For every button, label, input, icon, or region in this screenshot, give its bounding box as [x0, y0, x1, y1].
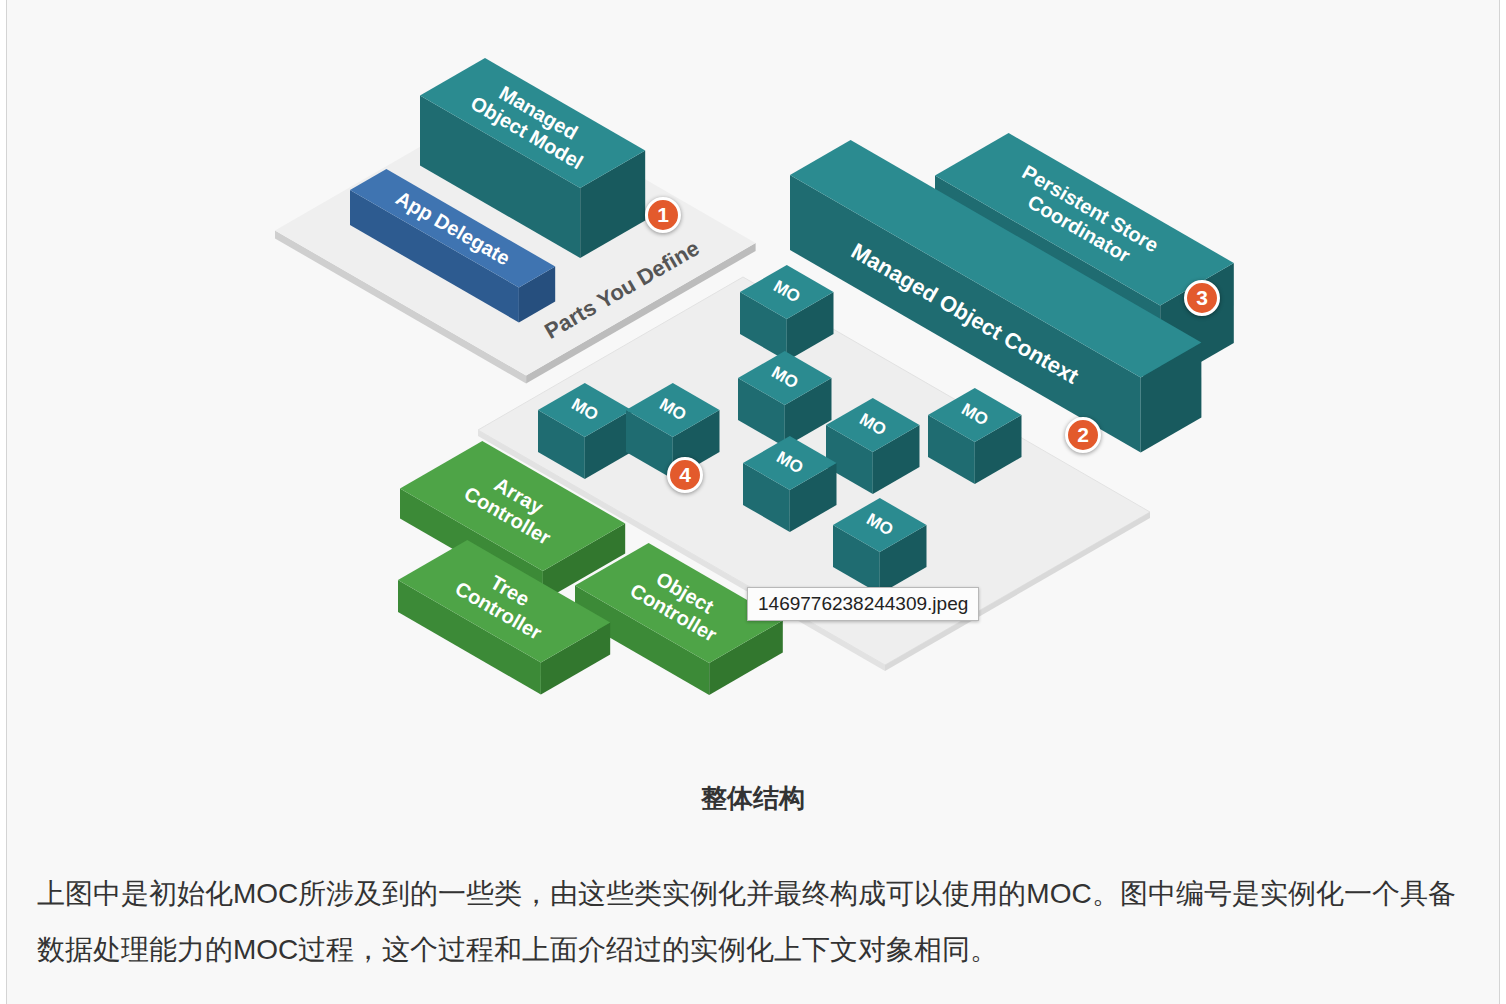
- object-cube: MO: [826, 398, 920, 494]
- body-paragraph: 上图中是初始化MOC所涉及到的一些类，由这些类实例化并最终构成可以使用的MOC。…: [37, 866, 1467, 978]
- object-cube-shape: [740, 265, 834, 361]
- object-cube-shape: [833, 498, 927, 594]
- platform-panel: Parts You DefineManaged Object ModelApp …: [275, 98, 756, 384]
- object-cube: MO: [740, 265, 834, 361]
- object-cube-shape: [538, 383, 632, 479]
- object-cube: MO: [743, 436, 837, 532]
- callout-number: 4: [667, 457, 703, 493]
- object-cube-shape: [743, 436, 837, 532]
- top-face: [350, 169, 555, 288]
- top-face: [398, 540, 610, 663]
- object-cube-shape: [928, 388, 1022, 484]
- top-face: [400, 441, 625, 571]
- object-cube-shape: [738, 351, 832, 447]
- top-face: [833, 498, 927, 552]
- controller-block: Tree Controller: [398, 540, 610, 695]
- callout-number: 1: [645, 197, 681, 233]
- figure-caption: 整体结构: [0, 778, 1506, 818]
- delegate-block-shape: [350, 169, 556, 323]
- object-cube-shape: [826, 398, 920, 494]
- object-cube: MO: [928, 388, 1022, 484]
- top-face: [538, 383, 632, 437]
- object-cube: MO: [833, 498, 927, 594]
- top-face: [928, 388, 1022, 442]
- top-face: [738, 351, 832, 405]
- top-face: [740, 265, 834, 319]
- top-face: [420, 58, 645, 188]
- top-face: [826, 398, 920, 452]
- top-face: [743, 436, 837, 490]
- top-face: [626, 383, 720, 437]
- object-cube: MO: [738, 351, 832, 447]
- callout-number: 2: [1065, 417, 1101, 453]
- object-cube: MO: [538, 383, 632, 479]
- file-tooltip: 1469776238244309.jpeg: [747, 587, 979, 621]
- delegate-block: App Delegate: [350, 169, 555, 323]
- callout-number: 3: [1184, 280, 1220, 316]
